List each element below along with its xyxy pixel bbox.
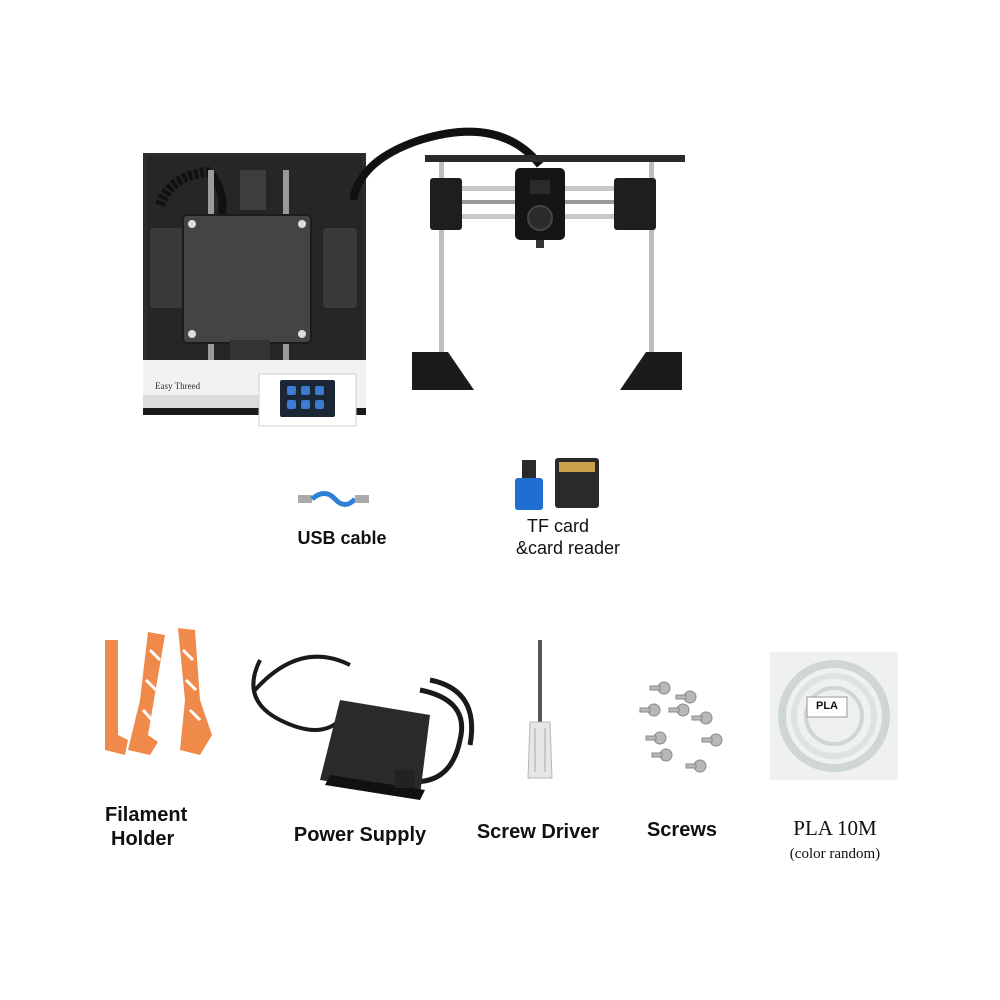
brand-plate-text: Easy Threed <box>155 381 201 391</box>
tf-card-label-line2: &card reader <box>515 538 621 558</box>
pla-label-line1: PLA 10M <box>793 816 877 840</box>
filament-holder-label-line1: Filament <box>105 804 188 826</box>
pla-label-line2: (color random) <box>789 846 881 862</box>
screws-label: Screws <box>646 819 718 841</box>
filament-holder-label-line2: Holder <box>111 828 175 850</box>
power-supply-label: Power Supply <box>293 824 427 846</box>
hotend-carriage <box>515 168 565 240</box>
screw-driver-label: Screw Driver <box>476 821 600 843</box>
usb-cable-label: USB cable <box>297 528 387 548</box>
tf-card-label-line1: TF card <box>526 516 589 536</box>
pla-tag-text: PLA <box>816 700 838 712</box>
